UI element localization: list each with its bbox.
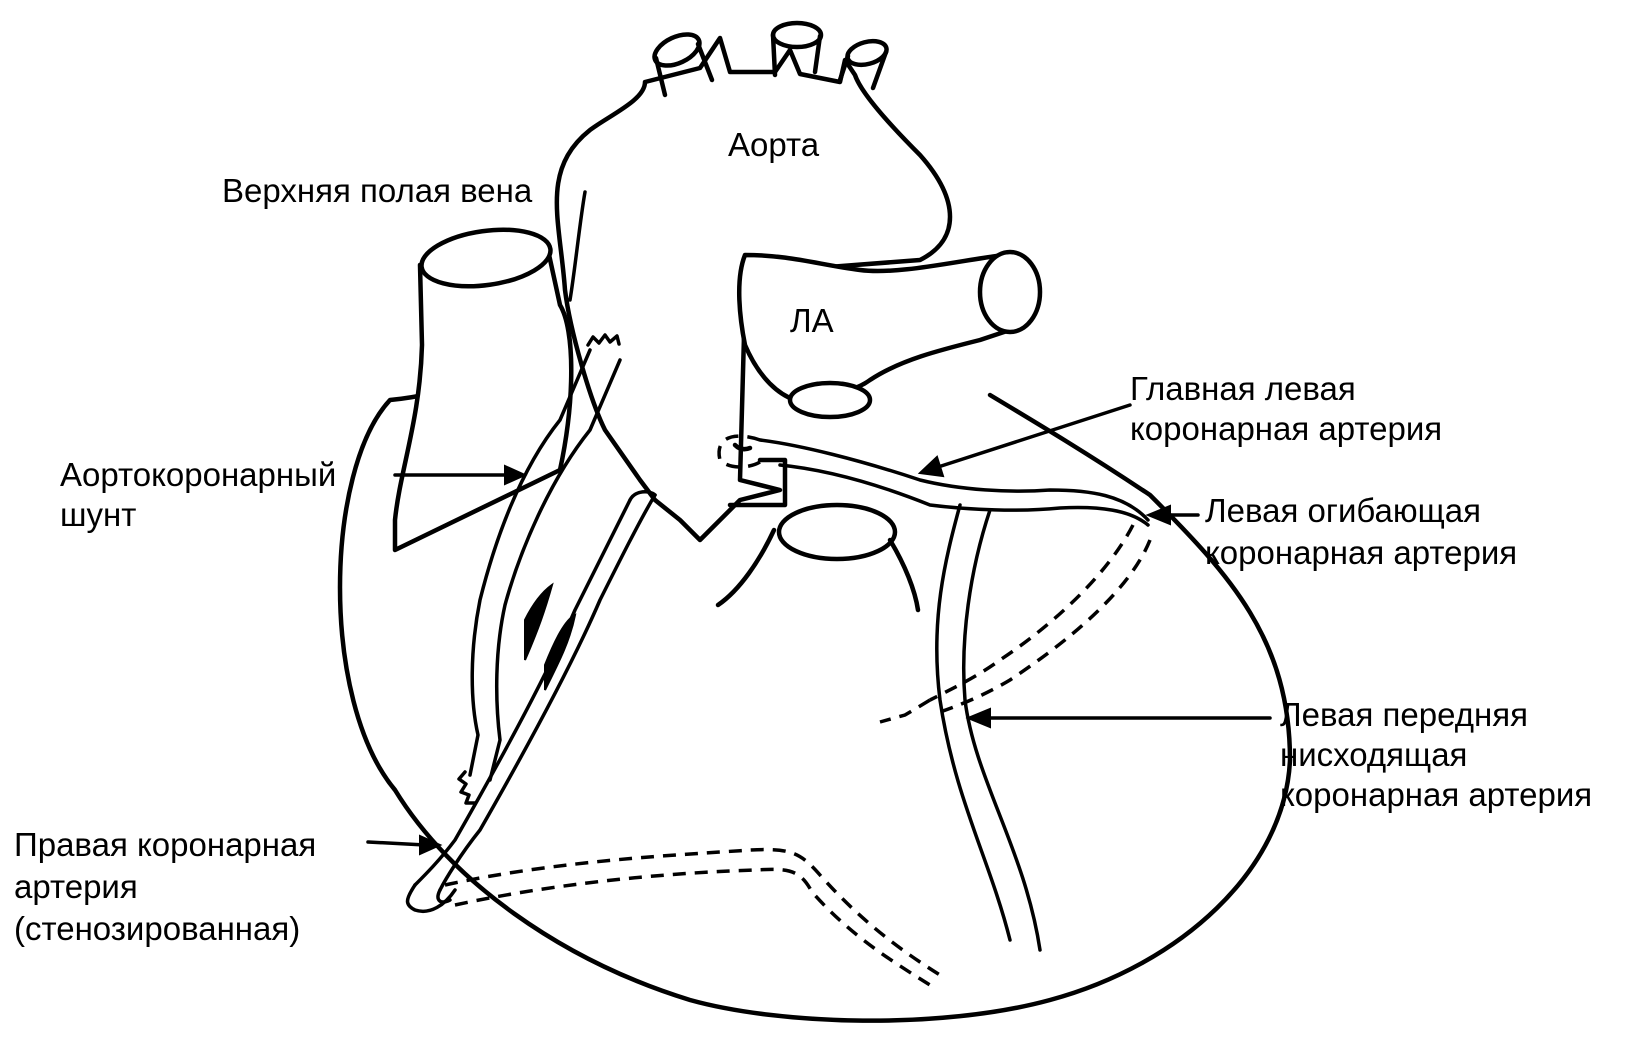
label-bypass-line2: шунт — [60, 496, 137, 533]
pa-bottom-opening — [787, 380, 873, 420]
posterior-dashed — [444, 847, 941, 977]
label-rca-line3: (стенозированная) — [14, 910, 301, 947]
label-bypass-line1: Аортокоронарный — [60, 456, 337, 493]
left-atrium-opening — [776, 502, 898, 562]
svc-opening — [419, 227, 553, 289]
label-circumflex-line2: коронарная артерия — [1205, 534, 1518, 571]
label-pa: ЛА — [790, 302, 834, 339]
bypass-graft — [468, 348, 592, 777]
label-aorta: Аорта — [728, 126, 820, 163]
main-left-coronary — [758, 438, 1150, 522]
aorta-branch-2 — [770, 20, 824, 50]
pointer-main-left — [917, 403, 1132, 478]
label-main-left-line1: Главная левая — [1130, 370, 1356, 407]
pa-right-opening — [977, 249, 1043, 335]
aorta-body — [554, 35, 953, 543]
lad-artery — [935, 503, 1012, 942]
label-lad-line2: нисходящая — [1280, 736, 1468, 773]
label-lad-line3: коронарная артерия — [1280, 776, 1593, 813]
label-rca-line1: Правая коронарная — [14, 826, 317, 863]
label-main-left-line2: коронарная артерия — [1130, 410, 1443, 447]
pointer-lad — [965, 707, 1272, 729]
graft-stenosis-mark — [524, 582, 554, 661]
pointer-circumflex — [1145, 504, 1200, 526]
label-circumflex-line1: Левая огибающая — [1205, 492, 1482, 529]
pointer-bypass — [393, 464, 528, 486]
pointer-svc — [568, 190, 587, 302]
pulmonary-artery — [736, 252, 1013, 403]
heart-outline — [337, 297, 1293, 1023]
right-coronary-artery — [438, 493, 657, 892]
label-rca-line2: артерия — [14, 868, 138, 905]
label-lad-line1: Левая передняя — [1280, 696, 1528, 733]
circumflex-dashed — [929, 524, 1135, 702]
label-svc: Верхняя полая вена — [222, 172, 533, 209]
pointer-rca — [366, 834, 443, 856]
